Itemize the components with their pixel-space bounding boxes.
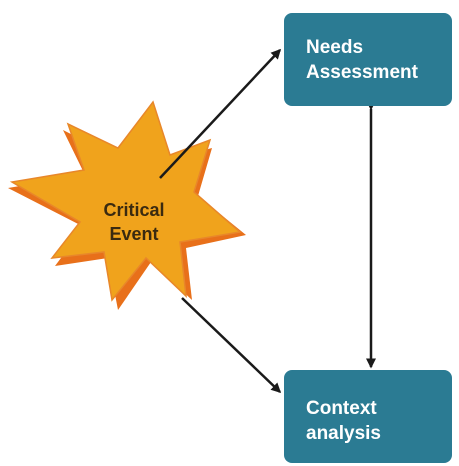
arrow-to-context-analysis [181, 297, 282, 394]
context-analysis-line2: analysis [306, 423, 381, 444]
needs-assessment-line1: Needs [306, 37, 364, 58]
context-analysis-box: Context analysis [284, 370, 452, 463]
context-analysis-line1: Context [306, 398, 377, 419]
critical-event-line1: Critical [103, 200, 165, 220]
needs-assessment-box: Needs Assessment [284, 13, 452, 106]
critical-event-burst [9, 100, 242, 302]
arrow-to-needs-assessment [159, 48, 282, 179]
critical-event-line2: Event [109, 224, 159, 244]
needs-assessment-line2: Assessment [306, 62, 418, 83]
critical-event-label: Critical Event [84, 198, 184, 246]
